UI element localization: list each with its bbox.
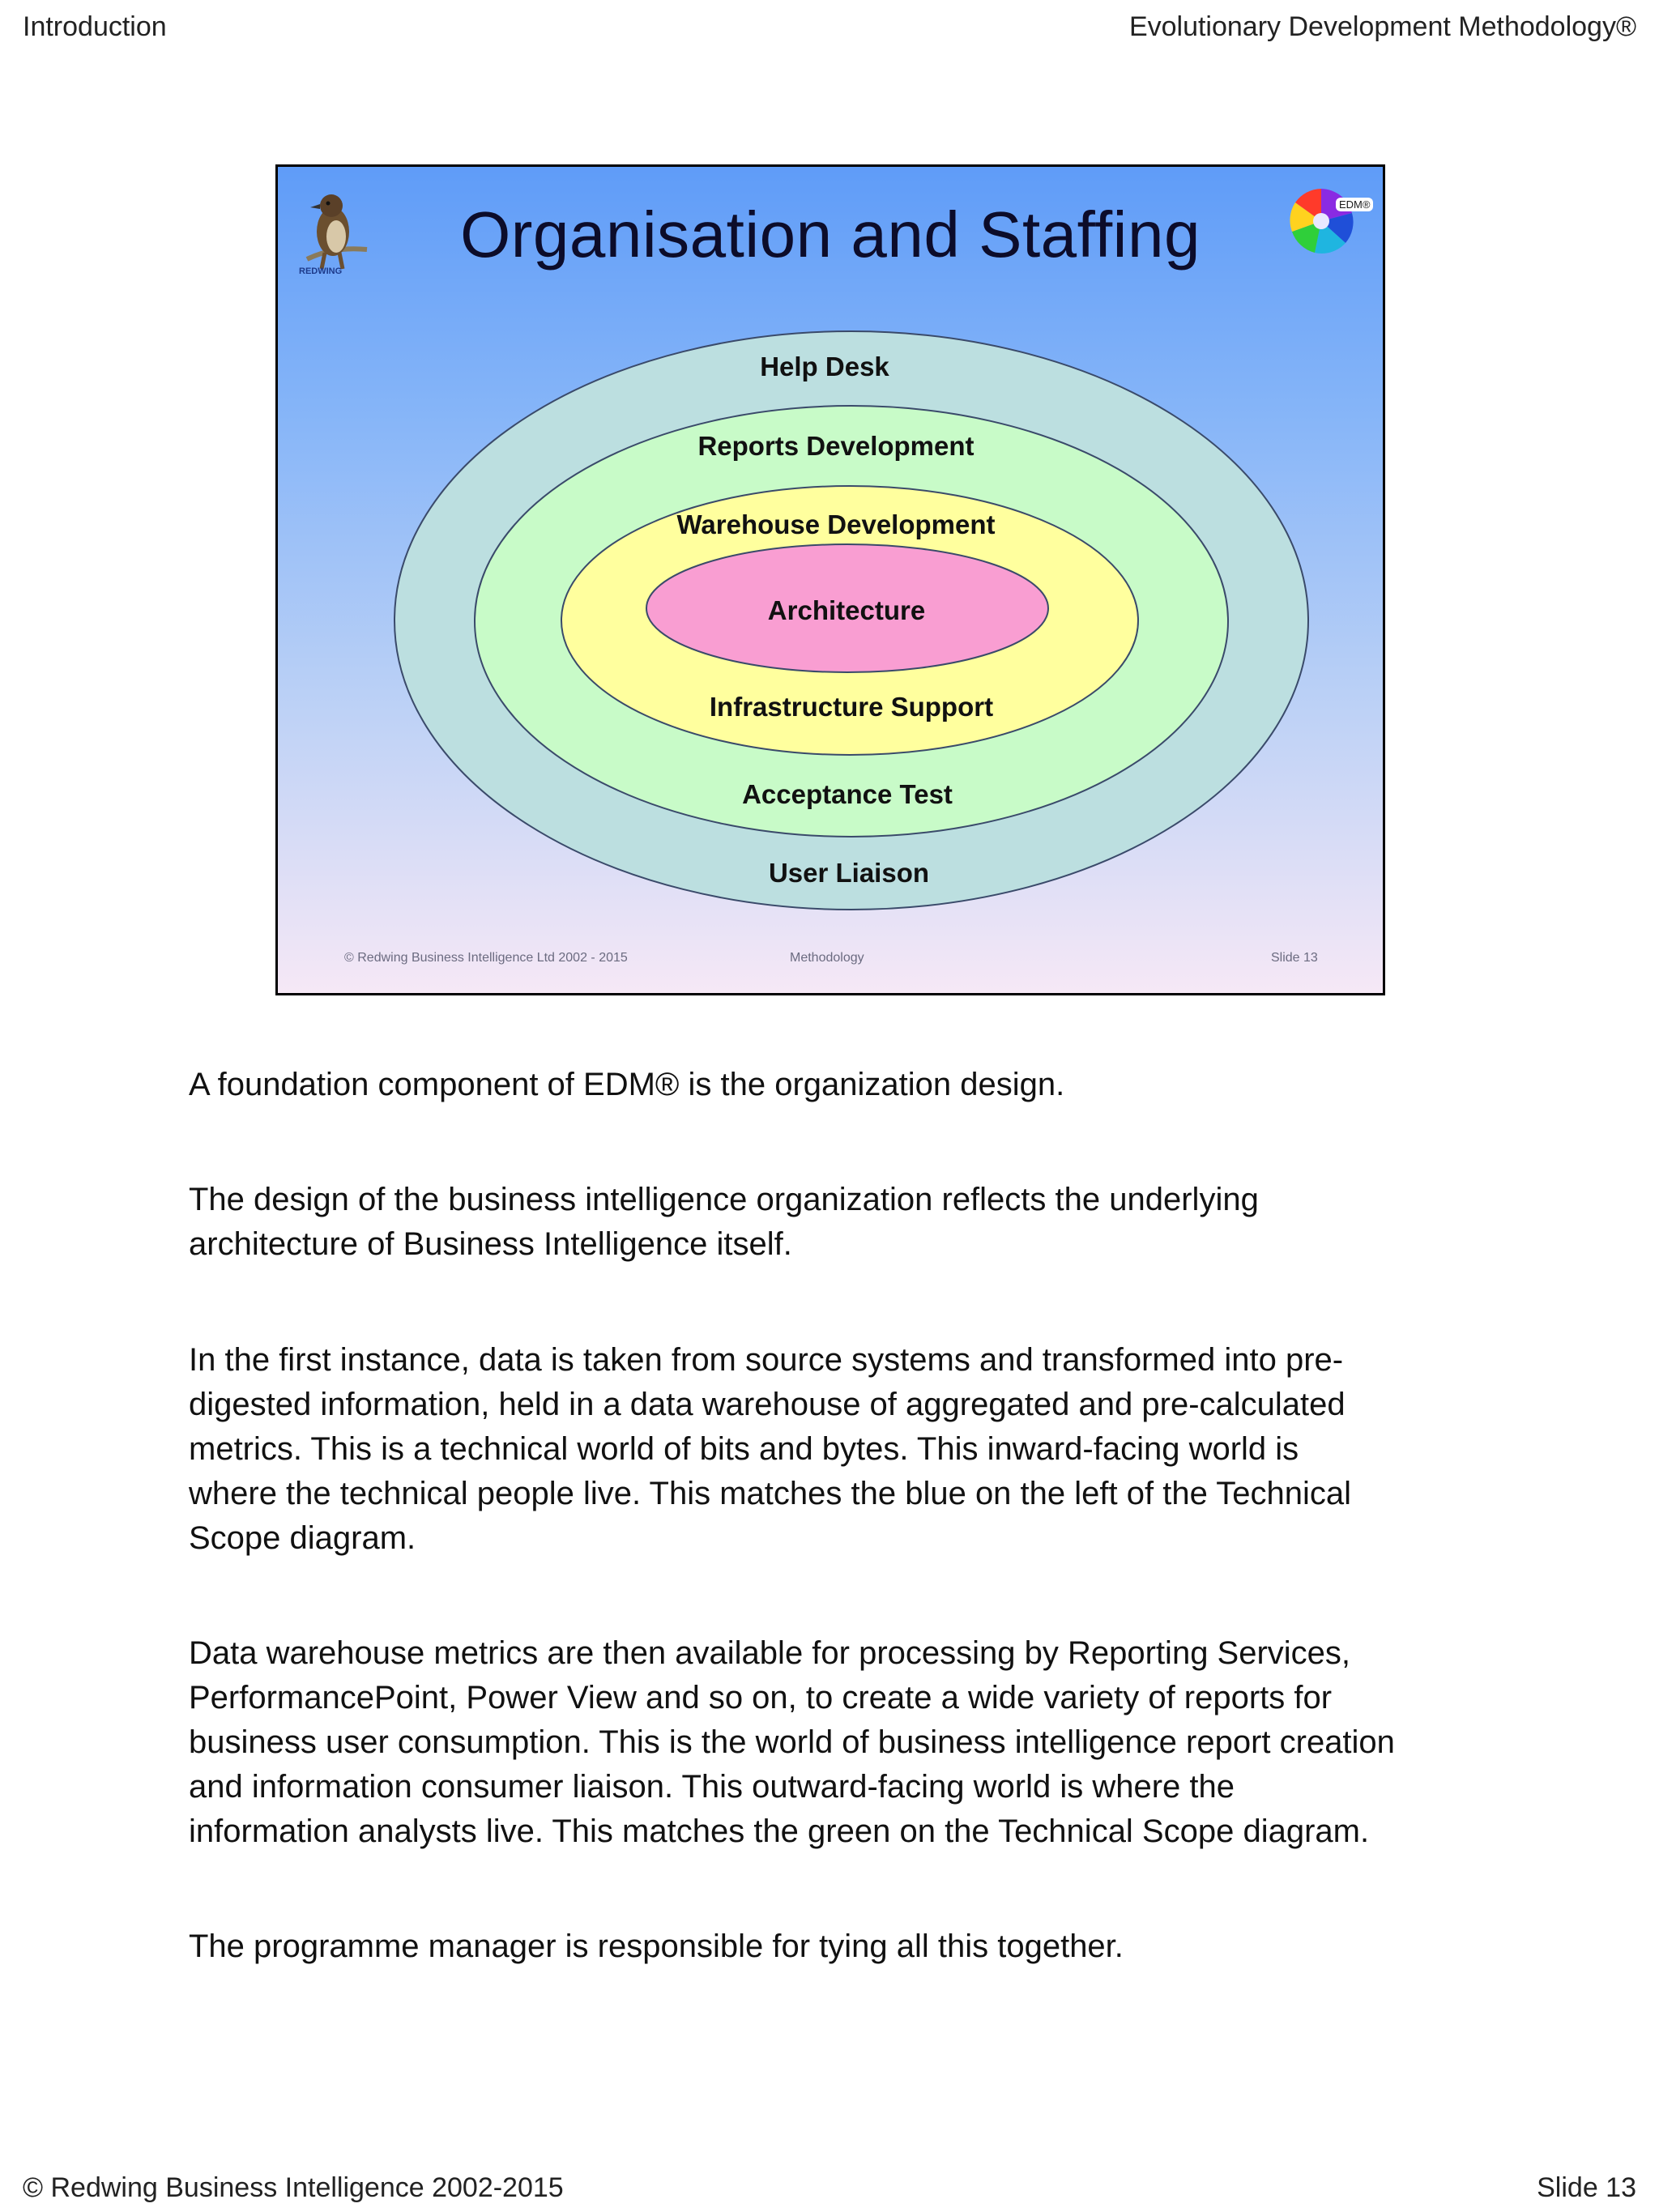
redwing-bird-logo-icon: REDWING — [299, 194, 368, 275]
paragraph-5: The programme manager is responsible for… — [189, 1929, 1124, 1964]
paragraph-4: Data warehouse metrics are then availabl… — [189, 1635, 1395, 1849]
ring-label-architecture: Architecture — [768, 595, 925, 625]
header-document-title: Evolutionary Development Methodology® — [1128, 11, 1636, 42]
footer-copyright: © Redwing Business Intelligence 2002-201… — [23, 2172, 564, 2203]
organisation-rings-diagram: Help Desk Reports Development Warehouse … — [394, 330, 1309, 910]
paragraph-3: In the first instance, data is taken fro… — [189, 1342, 1351, 1556]
ring-core — [646, 543, 1049, 673]
ring-label-acceptance-test: Acceptance Test — [742, 779, 953, 809]
slide-footer-section: Methodology — [790, 951, 864, 965]
slide-title: Organisation and Staffing — [460, 198, 1201, 271]
ring-label-infrastructure-support: Infrastructure Support — [710, 692, 993, 722]
edm-logo-caption: EDM® — [1336, 198, 1374, 211]
slide-footer-copyright: © Redwing Business Intelligence Ltd 2002… — [344, 951, 628, 965]
ring-label-warehouse-development: Warehouse Development — [676, 509, 995, 539]
ring-label-reports-development: Reports Development — [697, 431, 974, 461]
slide-image: REDWING EDM® Organisation and Staffing H… — [275, 164, 1385, 995]
slide-footer-number: Slide 13 — [1271, 951, 1318, 965]
edm-spiral-logo-icon — [1290, 189, 1354, 254]
paragraph-2: The design of the business intelligence … — [189, 1182, 1259, 1262]
header-section-title: Introduction — [23, 11, 167, 42]
running-footer: © Redwing Business Intelligence 2002-201… — [23, 2172, 1636, 2204]
redwing-logo-caption: REDWING — [299, 266, 342, 275]
ring-label-help-desk: Help Desk — [760, 352, 889, 381]
footer-page-number: Slide 13 — [1537, 2172, 1636, 2203]
ring-label-user-liaison: User Liaison — [769, 858, 929, 888]
paragraph-1: A foundation component of EDM® is the or… — [189, 1067, 1065, 1102]
running-header: Introduction Evolutionary Development Me… — [23, 11, 1636, 43]
